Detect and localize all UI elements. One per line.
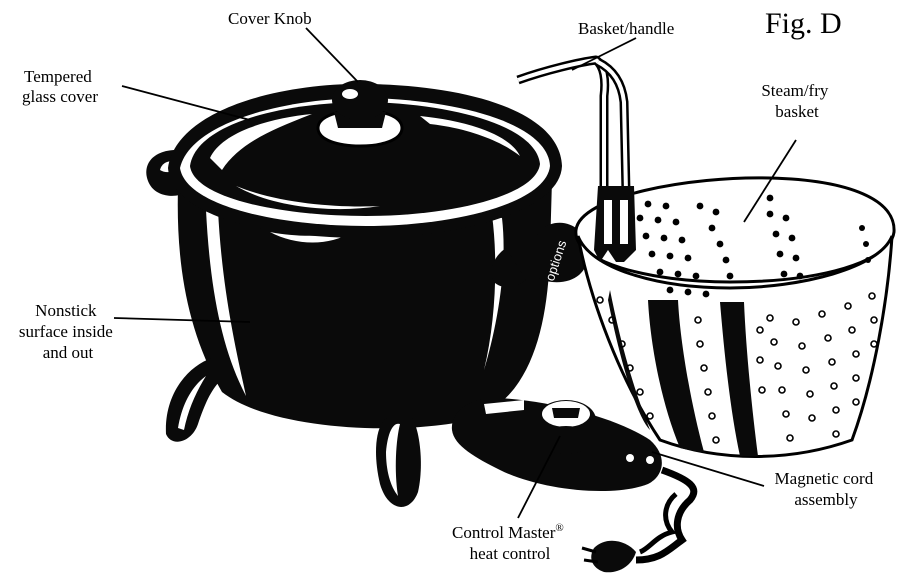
label-basket-handle: Basket/handle [578,19,674,38]
label-nonstick: Nonstick surface inside and out [19,301,117,362]
label-control-master: Control Master® heat control [452,516,568,563]
pot-leg-left [166,358,226,442]
power-plug [591,541,636,573]
label-tempered-glass: Tempered glass cover [22,67,98,106]
label-magnetic-cord: Magnetic cord assembly [775,469,878,509]
leader-tempered-glass [122,86,250,120]
cover-knob [332,80,388,120]
basket-bracket [594,186,636,262]
leader-cover-knob [306,28,358,82]
label-steam-fry: Steam/fry basket [761,81,832,121]
figure-label: Fig. D [765,7,842,40]
label-cover-knob: Cover Knob [228,9,312,28]
